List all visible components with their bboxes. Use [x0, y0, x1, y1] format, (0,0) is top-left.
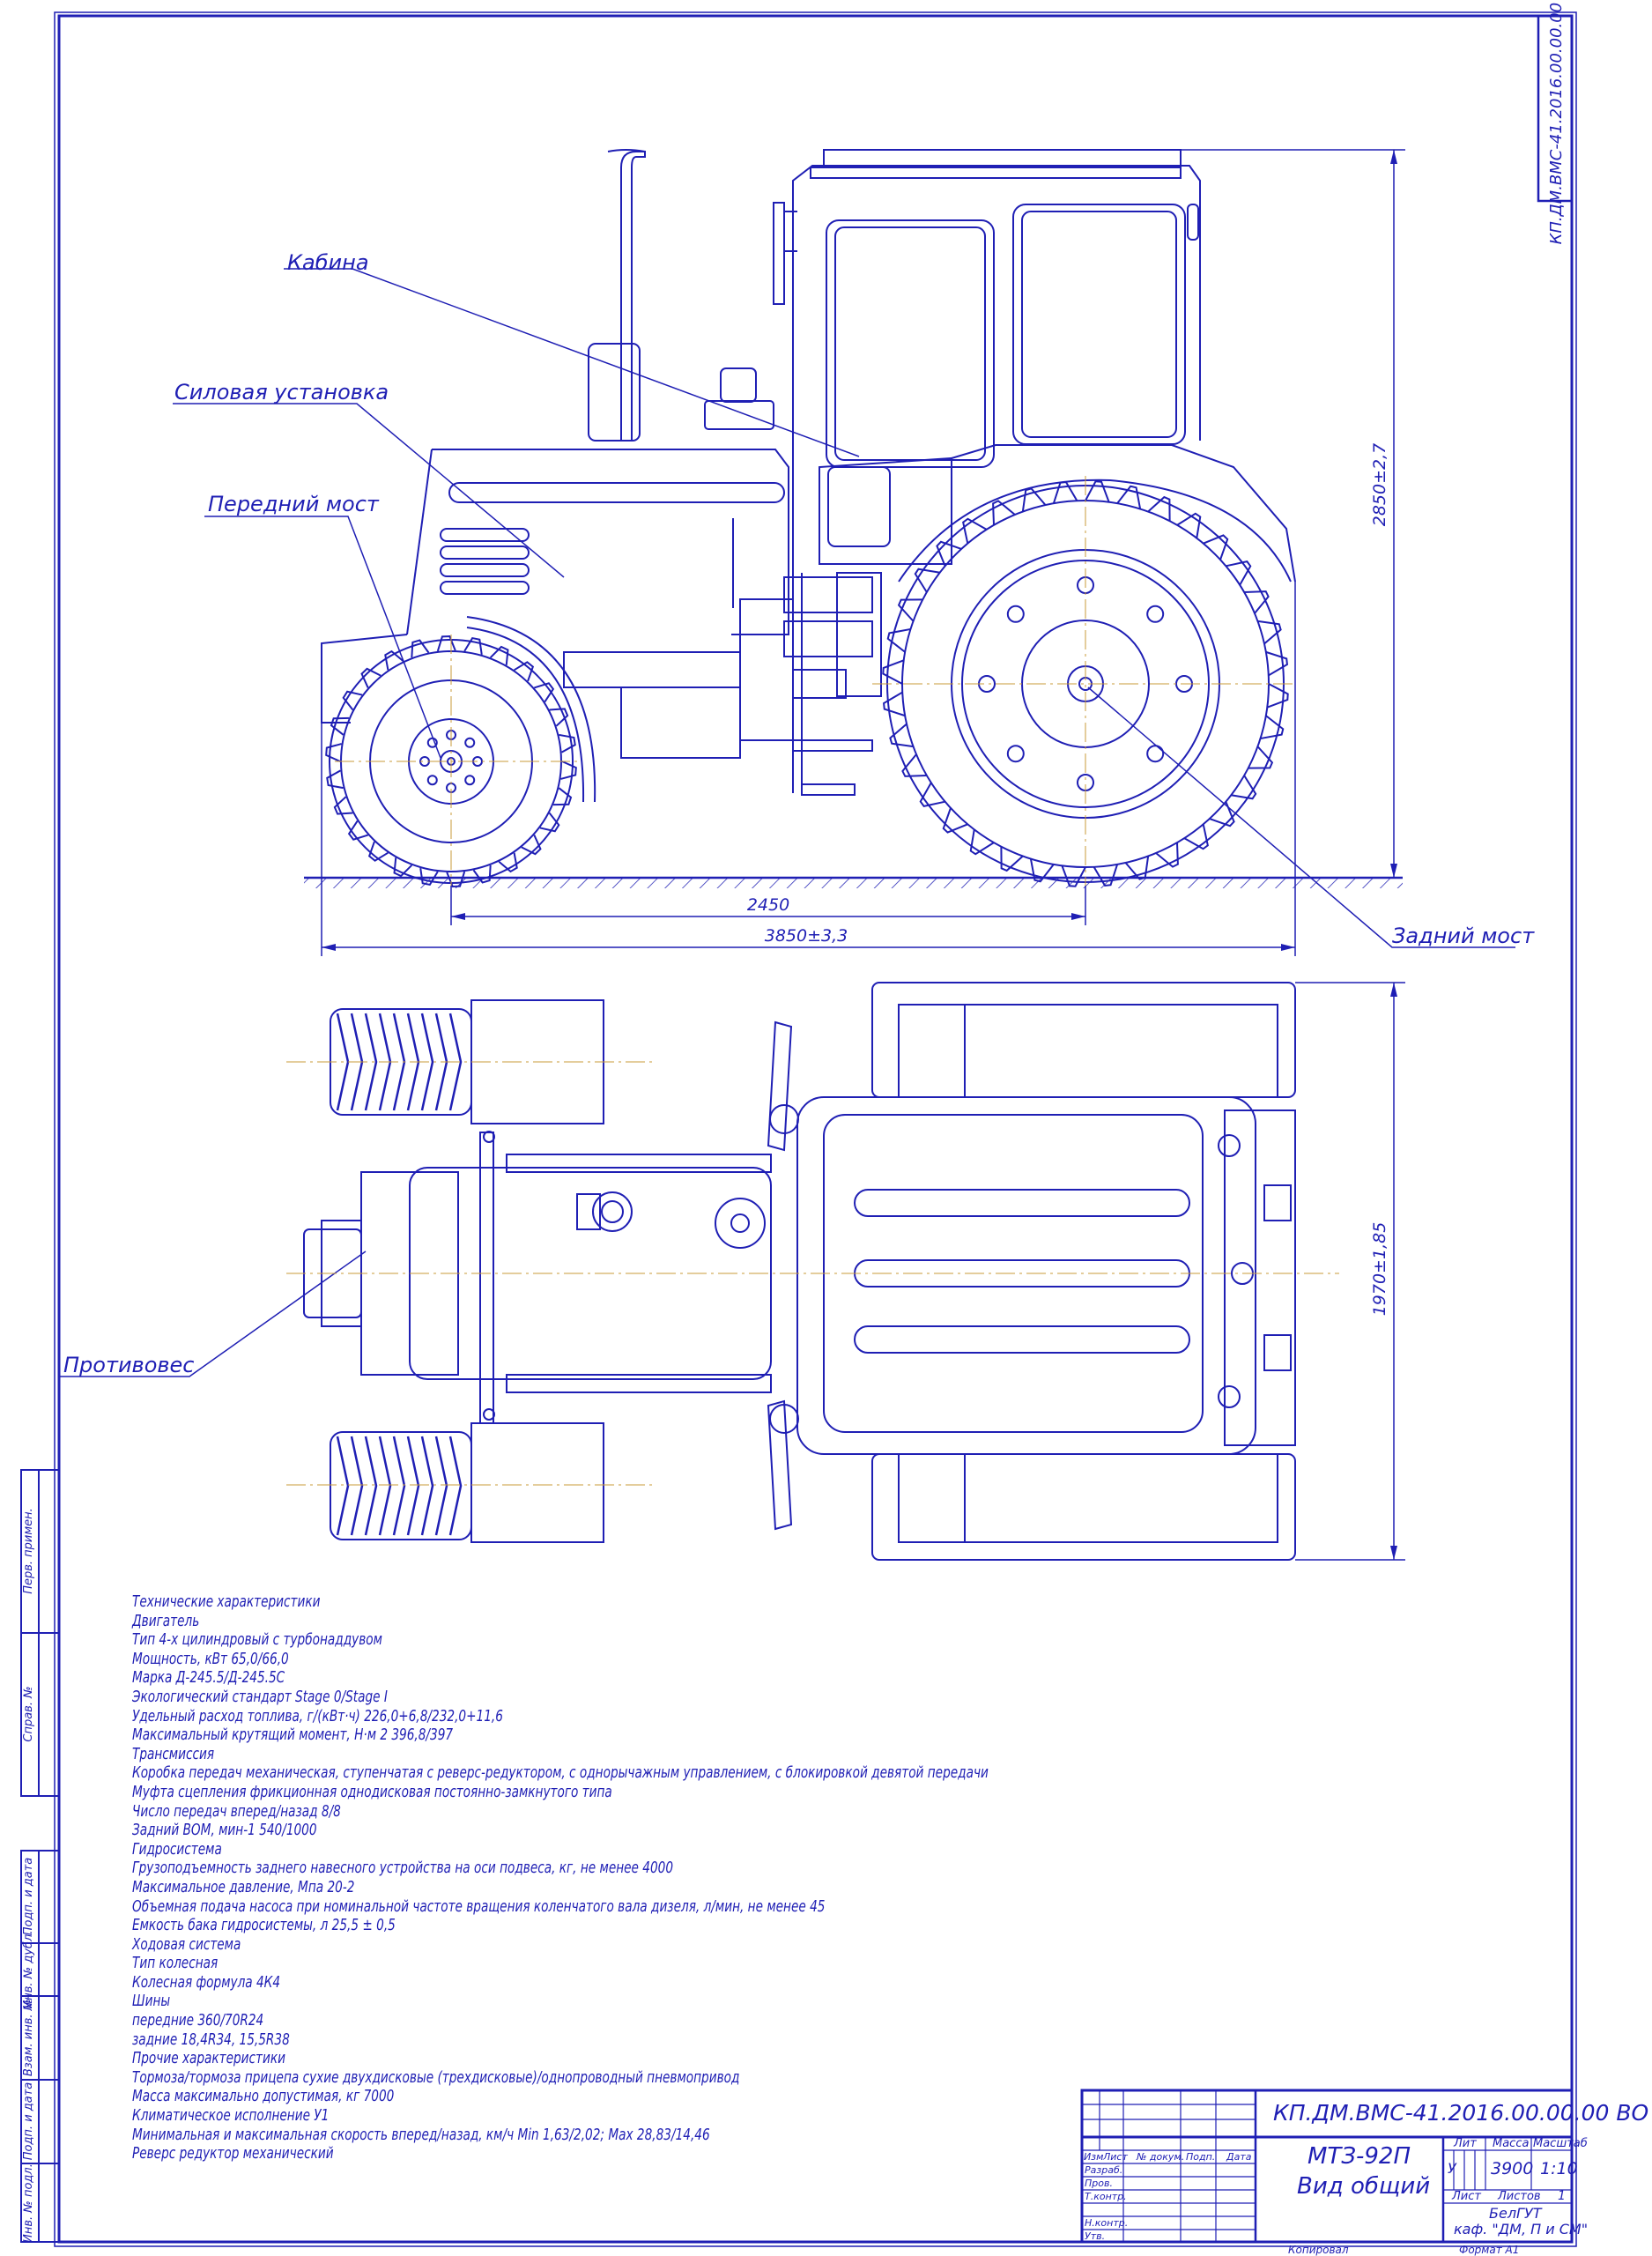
corner-code-box: [1537, 14, 1574, 203]
spec-line: Максимальный крутящий момент, Н·м 2 396,…: [132, 1726, 454, 1745]
outer-frame: [54, 11, 1577, 2247]
spec-line: Шины: [132, 1993, 171, 2011]
title-block-scale-label: Масштаб: [1533, 2137, 1588, 2150]
callout-rear-axle: Задний мост: [1392, 924, 1535, 948]
title-block-row-prov: Пров.: [1085, 2178, 1113, 2189]
spec-line: Колесная формула 4К4: [132, 1973, 281, 1992]
side-stamp-5: Взам. инв. №: [22, 1999, 35, 2076]
spec-line: Число передач вперед/назад 8/8: [132, 1802, 341, 1821]
spec-line: Технические характеристики: [132, 1593, 321, 1611]
side-stamp-4: Инв. № дубл.: [22, 1931, 35, 2009]
spec-line: Задний ВОМ, мин-1 540/1000: [132, 1822, 317, 1840]
cabin-rear-window: [1012, 204, 1186, 445]
wheelbase-dimension: 2450: [747, 895, 789, 915]
hood-outline: [432, 449, 789, 635]
title-block-col-date: Дата: [1226, 2151, 1252, 2163]
title-block-col-izm: Изм: [1084, 2151, 1104, 2163]
spec-line: Объемная подача насоса при номинальной ч…: [132, 1897, 826, 1916]
title-block-lit-label: Лит: [1454, 2137, 1477, 2150]
title-block-col-sign: Подп.: [1186, 2151, 1216, 2163]
spec-line: Максимальное давление, Мпа 20-2: [132, 1878, 355, 1896]
side-stamp-2: Справ. №: [22, 1686, 35, 1741]
title-block-copied: Копировал: [1288, 2244, 1349, 2256]
title-block-mass-label: Масса: [1493, 2137, 1530, 2150]
title-block-org-2: каф. "ДМ, П и СМ": [1454, 2221, 1589, 2237]
side-stamp-1: Перв. примен.: [22, 1508, 35, 1594]
spec-line: Муфта сцепления фрикционная однодисковая…: [132, 1783, 612, 1801]
callout-power-unit: Силовая установка: [174, 380, 389, 404]
title-block-scale-value: 1:10: [1540, 2159, 1578, 2178]
spec-line: Прочие характеристики: [132, 2050, 286, 2068]
cabin-front-window: [826, 219, 995, 468]
spec-line: Гидросистема: [132, 1840, 222, 1859]
title-block-sheet-label: Лист: [1452, 2190, 1481, 2203]
title-block-row-tkontr: Т.контр.: [1085, 2191, 1127, 2202]
tractor-top-view: [286, 982, 1339, 1561]
spec-line: Марка Д-245.5/Д-245.5С: [132, 1669, 285, 1688]
inner-frame: [57, 14, 1574, 2244]
length-dimension: 3850±3,3: [765, 926, 848, 946]
title-block-mass-value: 3900: [1491, 2159, 1534, 2178]
spec-line: Ходовая система: [132, 1935, 241, 1954]
tractor-side-view: [60, 149, 1515, 1561]
spec-line: передние 360/70R24: [132, 2012, 264, 2030]
spec-line: Тормоза/тормоза прицепа сухие двухдисков…: [132, 2068, 740, 2087]
title-block-row-razrab: Разраб.: [1085, 2164, 1123, 2176]
spec-line: задние 18,4R34, 15,5R38: [132, 2030, 290, 2049]
title-block-col-doc: № докум.: [1137, 2151, 1185, 2163]
callout-front-axle: Передний мост: [208, 492, 379, 516]
spec-line: Трансмиссия: [132, 1745, 215, 1763]
spec-line: Минимальная и максимальная скорость впер…: [132, 2126, 710, 2144]
cabin-outline: [792, 165, 1201, 573]
title-block-sheets-label: Листов: [1498, 2190, 1541, 2203]
spec-line: Грузоподъемность заднего навесного устро…: [132, 1859, 674, 1878]
title-block-row-nkontr: Н.контр.: [1085, 2217, 1129, 2229]
width-dimension: 1970±1,85: [1370, 1222, 1389, 1317]
side-stamp-column: [20, 1469, 60, 2243]
spec-line: Тип колесная: [132, 1955, 219, 1973]
title-block-name-1: МТЗ-92П: [1308, 2143, 1411, 2170]
title-block-org-1: БелГУТ: [1489, 2205, 1542, 2222]
spec-line: Тип 4-х цилиндровый с турбонаддувом: [132, 1631, 382, 1650]
side-stamp-7: Инв. № подл.: [22, 2163, 35, 2243]
height-dimension: 2850±2,7: [1370, 443, 1389, 527]
title-block-lit-value: У: [1448, 2160, 1456, 2177]
spec-line: Емкость бака гидросистемы, л 25,5 ± 0,5: [132, 1917, 396, 1935]
side-stamp-3: Подп. и дата: [22, 1858, 35, 1936]
title-block-format: Формат А1: [1459, 2244, 1520, 2256]
corner-code-text: КП.ДМ.ВМС-41.2016.00.00.00 ВО: [1547, 0, 1566, 244]
title-block-grid: [1080, 2089, 1574, 2244]
spec-line: Коробка передач механическая, ступенчата…: [132, 1764, 989, 1783]
title-block-name-2: Вид общий: [1297, 2173, 1431, 2200]
title-block-code: КП.ДМ.ВМС-41.2016.00.00.00 ВО: [1273, 2100, 1649, 2126]
callout-counterweight: Противовес: [63, 1353, 195, 1377]
side-stamp-6: Подп. и дата: [22, 2082, 35, 2161]
spec-line: Климатическое исполнение У1: [132, 2107, 330, 2126]
spec-line: Двигатель: [132, 1612, 200, 1630]
spec-line: Удельный расход топлива, г/(кВт·ч) 226,0…: [132, 1707, 503, 1725]
spec-line: Реверс редуктор механический: [132, 2145, 334, 2163]
spec-line: Экологический стандарт Stage 0/Stage I: [132, 1688, 388, 1706]
title-block-row-utv: Утв.: [1085, 2230, 1106, 2242]
callout-cabin: Кабина: [287, 250, 369, 275]
title-block-sheets-value: 1: [1558, 2189, 1566, 2203]
spec-line: Мощность, кВт 65,0/66,0: [132, 1650, 289, 1668]
spec-line: Масса максимально допустимая, кг 7000: [132, 2088, 395, 2106]
technical-specifications: Технические характеристики Двигатель Тип…: [132, 1593, 989, 2164]
title-block-col-list: Лист: [1103, 2151, 1128, 2163]
